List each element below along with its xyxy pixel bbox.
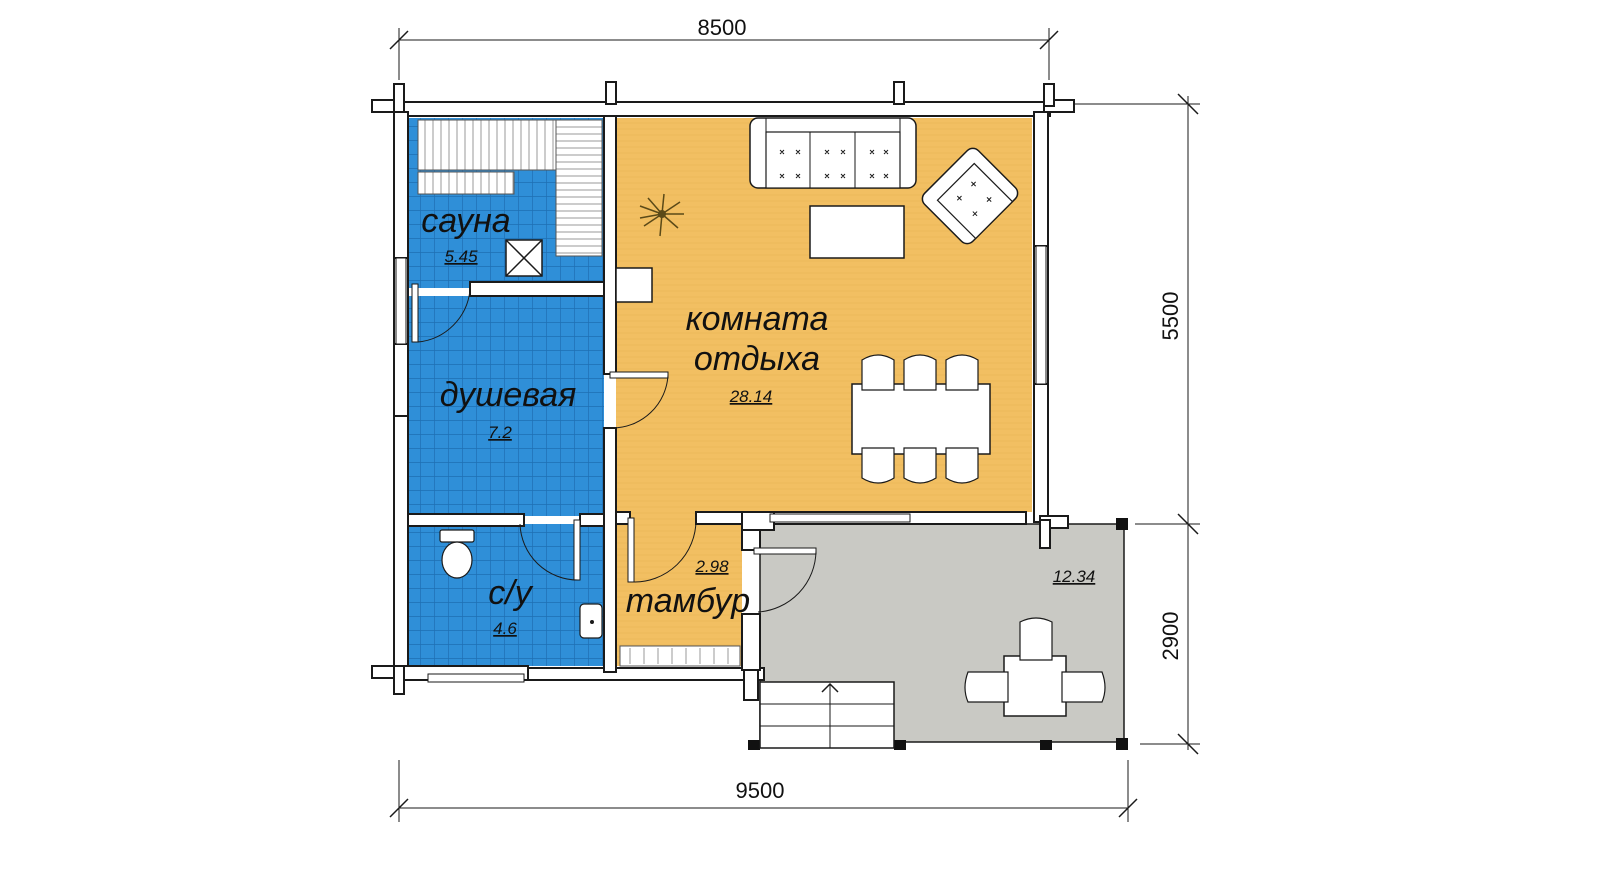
sauna-stove	[505, 239, 543, 277]
dimension-top: 8500	[389, 15, 1059, 80]
terrace-table-set	[964, 617, 1106, 717]
vestibule-floor	[616, 512, 742, 666]
washbasin	[579, 603, 603, 639]
door-wc	[519, 519, 581, 581]
shower-name: душевая	[440, 376, 577, 414]
entrance-steps	[759, 681, 895, 749]
door-lounge-to-vestibule	[627, 517, 697, 583]
door-sauna	[411, 283, 471, 343]
door-entrance	[753, 547, 817, 613]
dining-set	[851, 354, 991, 484]
door-shower-to-lounge	[609, 371, 669, 429]
dimension-right-terrace-label: 2900	[1158, 612, 1183, 661]
sofa	[749, 117, 917, 189]
shower-floor	[408, 296, 604, 516]
fireplace-box	[615, 267, 653, 303]
dimension-bottom-label: 9500	[736, 778, 785, 803]
sauna-name: сауна	[421, 202, 510, 240]
lounge-area: 28.14	[729, 387, 773, 406]
dimension-top-label: 8500	[698, 15, 747, 40]
shower-area: 7.2	[488, 423, 512, 442]
dining-chairs	[861, 354, 979, 484]
coffee-table	[809, 205, 905, 259]
dimension-right: 5500 2900	[1075, 93, 1200, 755]
sauna-area: 5.45	[444, 247, 478, 266]
sauna-bench	[417, 119, 603, 257]
dimension-right-main-label: 5500	[1158, 292, 1183, 341]
toilet	[439, 529, 475, 579]
lounge-name-line1: комната	[686, 300, 829, 338]
vestibule-name: тамбур	[626, 582, 750, 620]
armchair	[921, 147, 1019, 245]
vestibule-area: 2.98	[694, 557, 729, 576]
terrace-area: 12.34	[1053, 567, 1096, 586]
terrace-posts	[748, 518, 1128, 750]
wc-name: с/у	[488, 574, 533, 612]
plant-icon	[639, 193, 684, 237]
wc-area: 4.6	[493, 619, 517, 638]
dimension-bottom: 9500	[389, 760, 1138, 822]
walls	[371, 81, 1075, 701]
lounge-name-line2: отдыха	[694, 340, 820, 378]
wc-floor	[408, 524, 604, 666]
